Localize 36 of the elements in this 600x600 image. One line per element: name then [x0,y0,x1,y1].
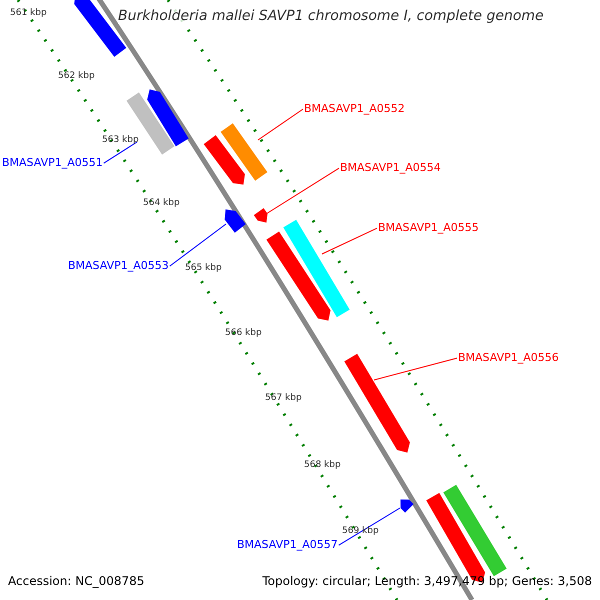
gene-label: BMASAVP1_A0552 [304,102,405,115]
scale-label: 569 kbp [342,526,379,536]
gene-feature [204,135,245,185]
leader-line [266,168,340,214]
gene-label: BMASAVP1_A0554 [340,161,441,174]
gene-feature [220,123,268,181]
genome-info-text: Topology: circular; Length: 3,497,479 bp; Genes: 3,508 [262,574,592,588]
gene-label: BMASAVP1_A0555 [378,221,479,234]
gene-feature [443,484,507,576]
gene-label: BMASAVP1_A0553 [68,259,169,272]
gene-feature [224,209,246,233]
scale-label: 567 kbp [265,393,302,403]
gene-feature [147,89,189,146]
leader-line [258,108,304,140]
scale-label: 566 kbp [225,328,262,338]
scale-label: 563 kbp [102,135,139,145]
gene-label: BMASAVP1_A0556 [458,351,559,364]
gene-label: BMASAVP1_A0557 [237,538,338,551]
gene-feature [344,354,410,453]
leader-line [322,228,378,254]
scale-label: 568 kbp [304,460,341,470]
leader-line [374,358,458,380]
gene-feature [254,208,268,223]
scale-label: 564 kbp [143,198,180,208]
leader-line [103,142,138,164]
gene-feature [400,500,414,513]
leader-line [169,224,226,267]
accession-text: Accession: NC_008785 [8,574,144,588]
gene-feature [283,220,350,318]
gene-feature [266,232,331,321]
scale-label: 561 kbp [10,8,47,18]
scale-label: 562 kbp [58,71,95,81]
gene-label: BMASAVP1_A0551 [2,156,103,169]
map-title: Burkholderia mallei SAVP1 chromosome I, complete genome [118,8,544,24]
scale-label: 565 kbp [185,263,222,273]
leader-line [338,508,400,546]
